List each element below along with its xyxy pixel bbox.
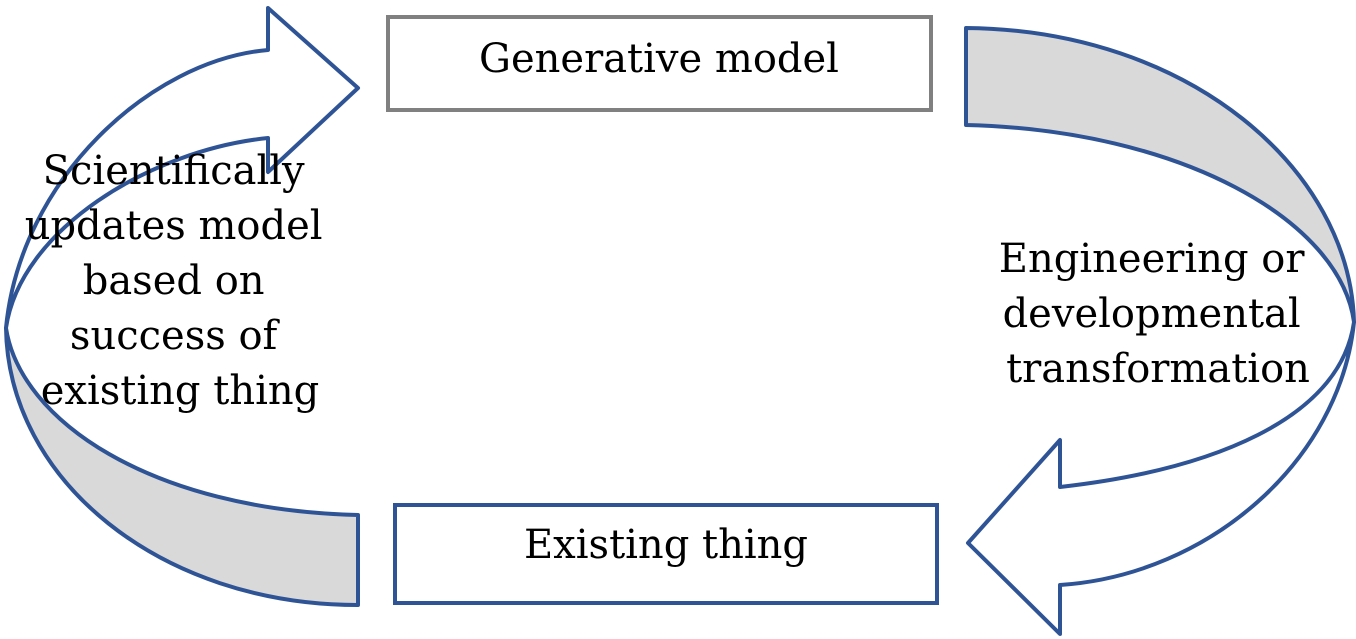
right-arrow-outline xyxy=(966,320,1356,636)
left-arrow-label: Scientifically updates model based on su… xyxy=(25,148,336,414)
left-label-line: success of xyxy=(70,313,281,359)
left-arrow-band xyxy=(4,326,360,607)
generative-model-box xyxy=(386,15,933,112)
existing-thing-label: Existing thing xyxy=(524,522,808,568)
existing-thing-box xyxy=(393,503,939,605)
left-arrow-outline xyxy=(4,6,360,330)
left-label-line: updates model xyxy=(25,203,323,249)
left-label-line: based on xyxy=(83,258,265,304)
right-label-line: developmental xyxy=(1003,291,1301,337)
generative-model-label: Generative model xyxy=(479,36,839,82)
right-label-line: transformation xyxy=(1006,346,1310,392)
left-label-line: Scientifically xyxy=(43,148,305,194)
right-label-line: Engineering or xyxy=(999,236,1306,282)
left-label-line: existing thing xyxy=(41,368,320,414)
right-arrow-label: Engineering or developmental transformat… xyxy=(999,236,1317,392)
